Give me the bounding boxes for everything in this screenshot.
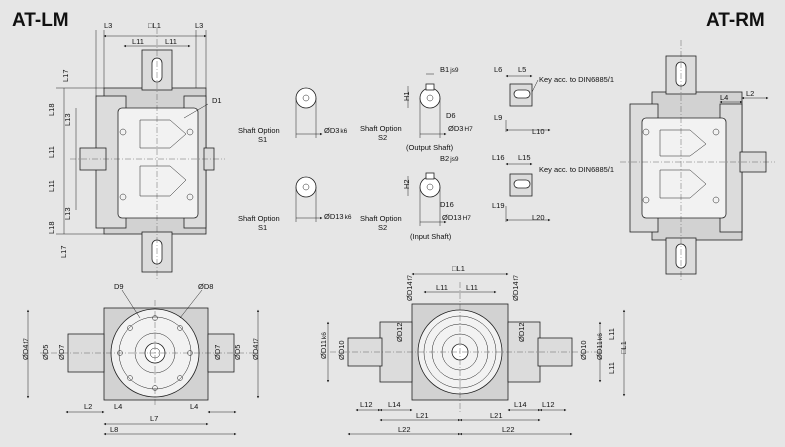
dim-l11-b: L11 xyxy=(165,37,177,46)
dim-h1: H1 xyxy=(402,91,411,101)
shaft-option-s1-output xyxy=(295,87,323,138)
dim-l22-left: L22 xyxy=(398,425,411,434)
dim-box-l1-right: □L1 xyxy=(619,341,628,354)
dim-d7-left: ØD7 xyxy=(57,345,66,360)
dim-l2-rm: L2 xyxy=(746,89,754,98)
dim-l3-right: L3 xyxy=(195,21,203,30)
dim-d4-right: ØD4f7 xyxy=(251,338,260,360)
dim-d13-s2: ØD13H7 xyxy=(442,213,471,222)
dim-l17-bottom: L17 xyxy=(59,245,68,258)
dim-l10: L10 xyxy=(532,127,545,136)
dim-d3-s2: ØD3H7 xyxy=(448,124,473,133)
s1-label-top: Shaft Option xyxy=(238,126,280,135)
dim-l13-top: L13 xyxy=(63,113,72,126)
dim-l11-right-b: L11 xyxy=(607,362,616,374)
dim-box-l1-lm: □L1 xyxy=(148,21,161,30)
dim-l19: L19 xyxy=(492,201,505,210)
dim-l15: L15 xyxy=(518,153,531,162)
s2-label-top-sub: S2 xyxy=(378,133,387,142)
dim-l6: L6 xyxy=(494,65,502,74)
dim-l18-bottom: L18 xyxy=(47,221,56,234)
shaft-option-s2-output xyxy=(407,73,447,138)
dim-l8: L8 xyxy=(110,425,118,434)
dim-d12-left: ØD12 xyxy=(395,322,404,342)
dim-d12-right: ØD12 xyxy=(517,322,526,342)
dim-d14-right: ØD14f7 xyxy=(511,275,520,301)
dim-l11-a: L11 xyxy=(132,37,144,46)
dim-l14-right: L14 xyxy=(514,400,527,409)
dim-l4-front-left: L4 xyxy=(114,402,122,411)
dim-l18-top: L18 xyxy=(47,103,56,116)
s1-label-bottom: Shaft Option xyxy=(238,214,280,223)
dim-l11-top-b: L11 xyxy=(466,283,478,292)
dim-l22-right: L22 xyxy=(502,425,515,434)
shaft-option-s2-input xyxy=(407,172,447,226)
dim-l11-right-a: L11 xyxy=(607,328,616,340)
at-rm-side-view xyxy=(620,40,775,282)
dim-l14-left: L14 xyxy=(388,400,401,409)
key-detail-input xyxy=(505,162,551,222)
dim-l21-right: L21 xyxy=(490,411,503,420)
top-view xyxy=(326,272,626,436)
s2-label-bottom: Shaft Option xyxy=(360,214,402,223)
dim-l4-rm: L4 xyxy=(720,93,728,102)
key-detail-output xyxy=(505,74,551,132)
lm-lower-pocket xyxy=(139,165,187,197)
dim-d3-s1: ØD3k6 xyxy=(324,126,348,135)
dim-d13-s1: ØD13k6 xyxy=(324,212,352,221)
title-at-rm: AT-RM xyxy=(706,10,765,31)
dim-b1: B1js9 xyxy=(440,65,459,74)
s1-label-bottom-sub: S1 xyxy=(258,223,267,232)
dim-d5-right: ØD5 xyxy=(233,345,242,360)
dim-l12-left: L12 xyxy=(360,400,373,409)
shaft-option-s1-input xyxy=(295,176,323,222)
at-lm-side-view xyxy=(56,28,225,280)
dim-l17-top: L17 xyxy=(61,69,70,82)
lm-inner-body xyxy=(117,107,199,219)
lm-front-view xyxy=(26,289,260,436)
dim-l11-left-b: L11 xyxy=(47,180,56,192)
dim-d8: ØD8 xyxy=(198,282,213,291)
lm-upper-pocket xyxy=(139,119,187,149)
s2-label-bottom-sub: S2 xyxy=(378,223,387,232)
dim-l11-left-a: L11 xyxy=(47,146,56,158)
dim-d9: D9 xyxy=(114,282,124,291)
dim-l20: L20 xyxy=(532,213,545,222)
dim-l4-front-right: L4 xyxy=(190,402,198,411)
dim-h2: H2 xyxy=(402,179,411,189)
dim-d16: D16 xyxy=(440,200,454,209)
dim-d10-right: ØD10 xyxy=(579,340,588,360)
title-at-lm: AT-LM xyxy=(12,10,69,31)
dim-d7-right: ØD7 xyxy=(213,345,222,360)
dim-l7: L7 xyxy=(150,414,158,423)
s1-label-top-sub: S1 xyxy=(258,135,267,144)
dim-l12-right: L12 xyxy=(542,400,555,409)
dim-d11-left: ØD11k6 xyxy=(319,332,328,359)
dim-b2: B2js9 xyxy=(440,154,459,163)
key-note-input: Key acc. to DIN6885/1 xyxy=(539,165,614,174)
caption-output-shaft: (Output Shaft) xyxy=(406,143,454,152)
caption-input-shaft: (Input Shaft) xyxy=(410,232,452,241)
dim-d14-left: ØD14f7 xyxy=(405,275,414,301)
dim-d10-left: ØD10 xyxy=(337,340,346,360)
dim-d1: D1 xyxy=(212,96,222,105)
key-note-output: Key acc. to DIN6885/1 xyxy=(539,75,614,84)
dim-l2-front: L2 xyxy=(84,402,92,411)
dim-l16: L16 xyxy=(492,153,505,162)
s2-label-top: Shaft Option xyxy=(360,124,402,133)
dim-d5-left: ØD5 xyxy=(41,345,50,360)
dim-l11-top-a: L11 xyxy=(436,283,448,292)
dim-d4-left: ØD4f7 xyxy=(21,338,30,360)
dim-box-l1-top: □L1 xyxy=(452,264,465,273)
dim-l9: L9 xyxy=(494,113,502,122)
dim-l13-bottom: L13 xyxy=(63,207,72,220)
dim-l3-left: L3 xyxy=(104,21,112,30)
dim-d11-right: ØD11k6 xyxy=(595,333,604,360)
dim-l5: L5 xyxy=(518,65,526,74)
dim-d6: D6 xyxy=(446,111,456,120)
dim-l21-left: L21 xyxy=(416,411,429,420)
